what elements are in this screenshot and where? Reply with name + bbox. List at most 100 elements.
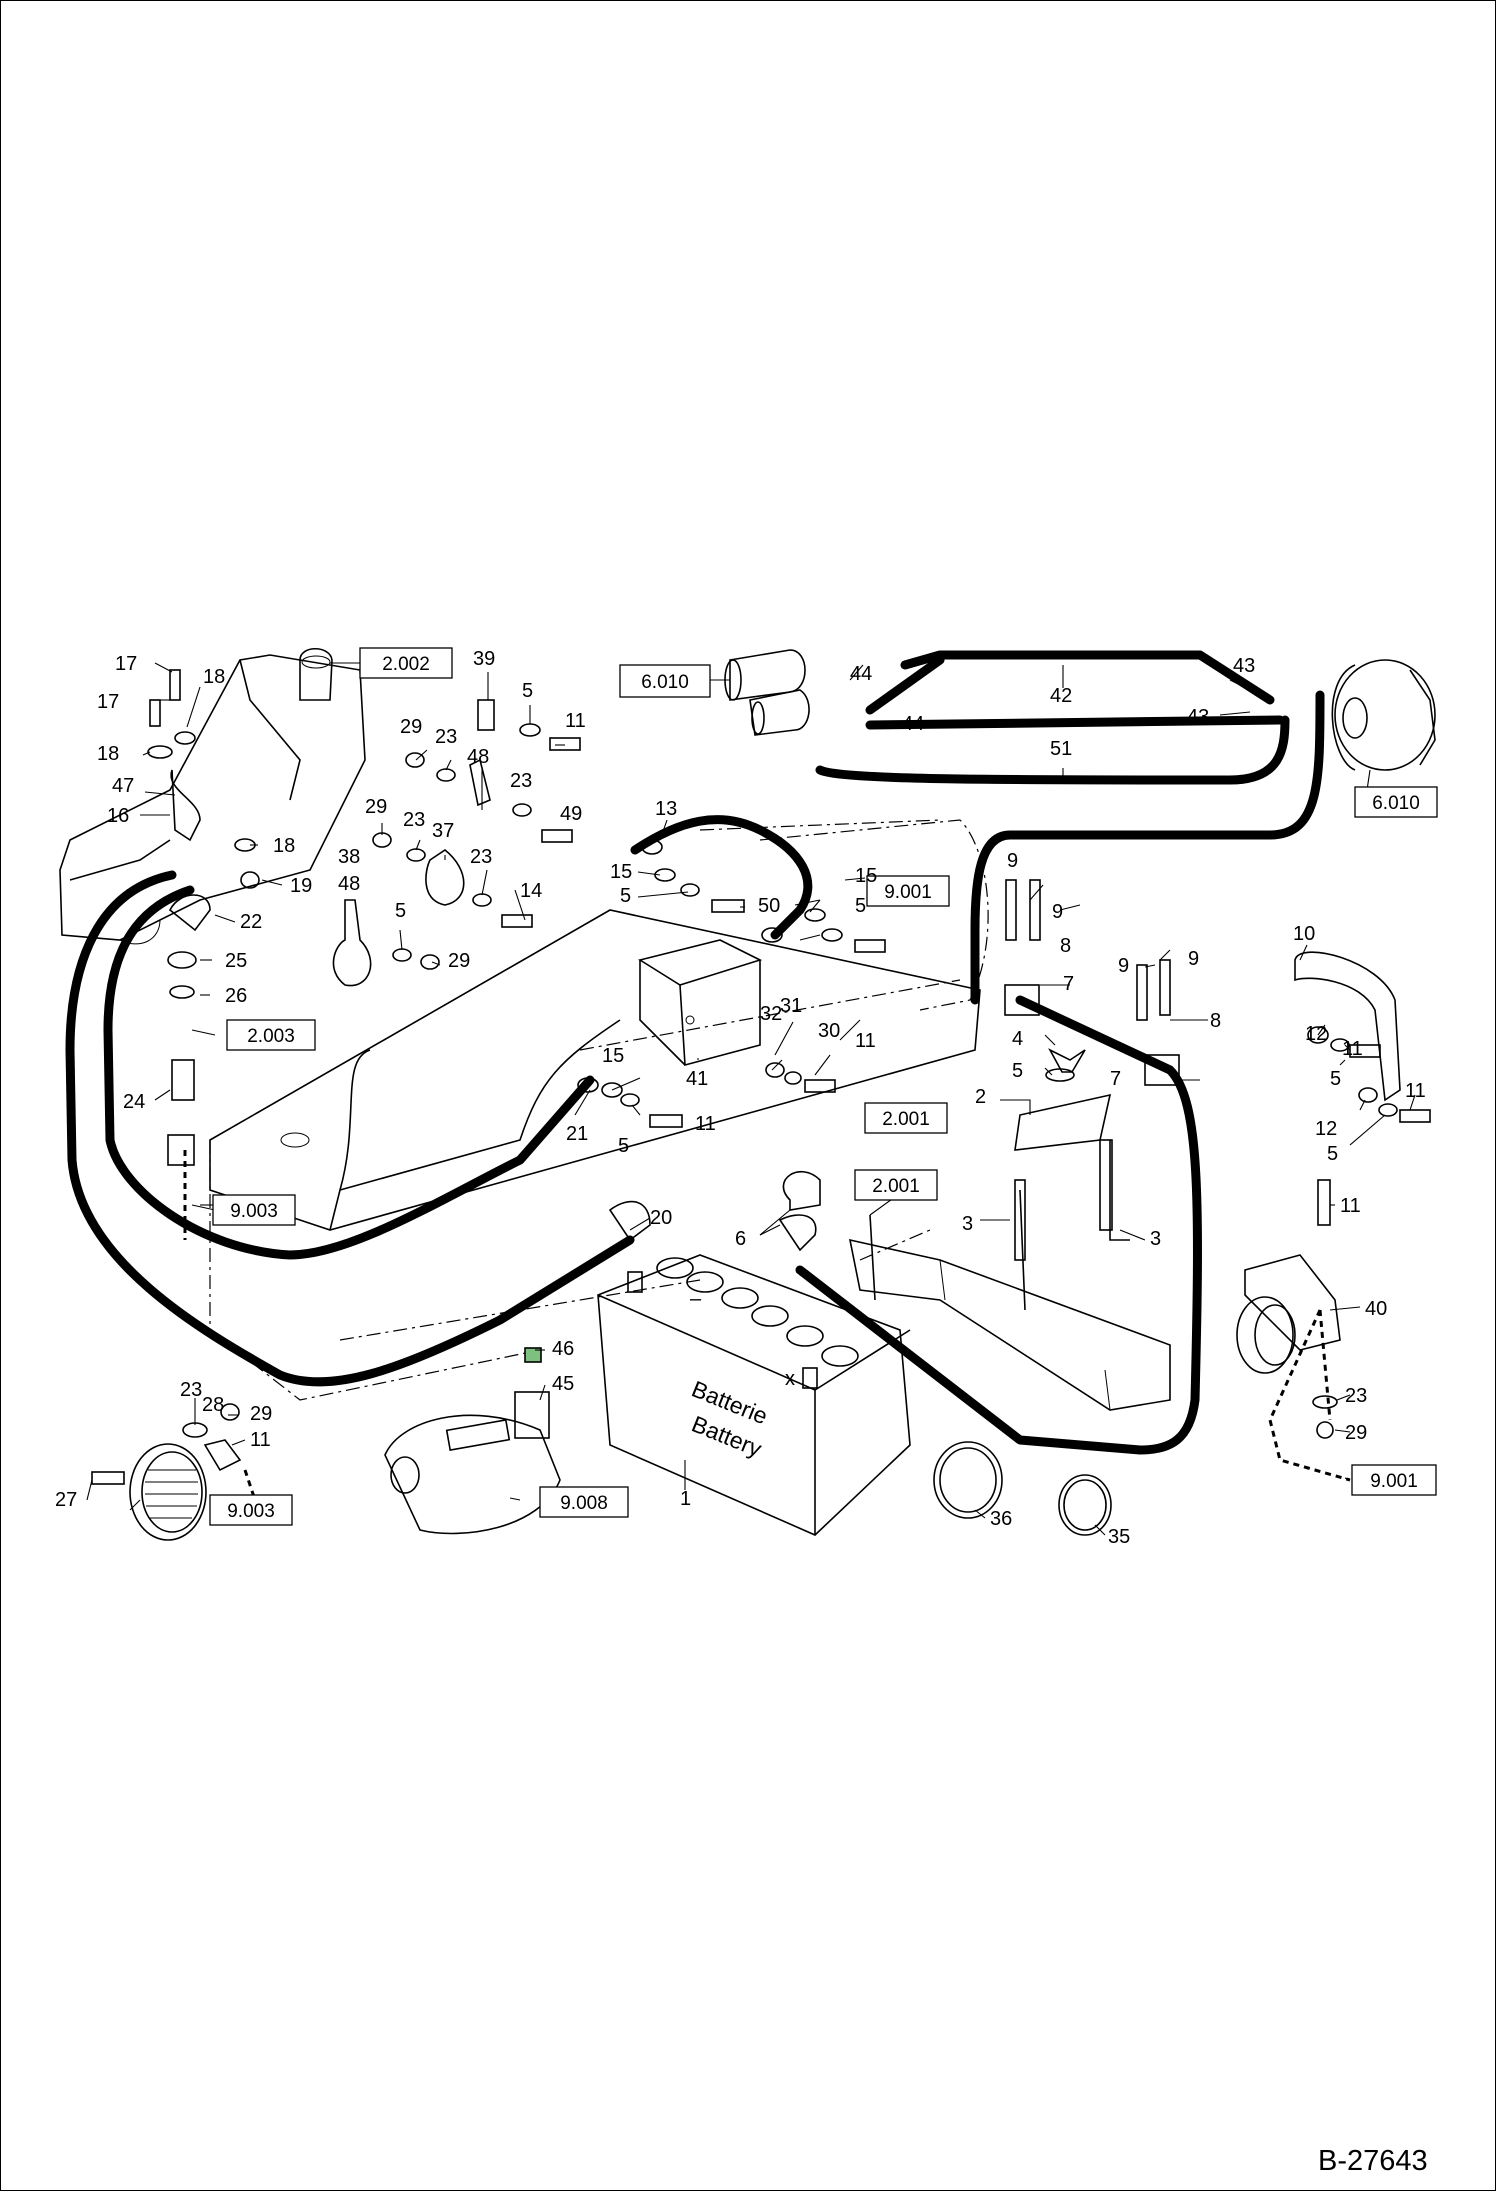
callout: 7 — [1110, 1068, 1121, 1090]
ref-box-connector: 9.003 — [230, 1201, 278, 1222]
callout: 16 — [107, 805, 129, 827]
ref-box-relay: 9.001 — [884, 882, 932, 903]
callout: 11 — [695, 1113, 716, 1135]
ref-box-alarm: 9.001 — [1370, 1471, 1418, 1492]
callout: 25 — [225, 950, 247, 972]
cable-clamps — [1004, 984, 1180, 1086]
callout: 23 — [435, 726, 457, 748]
callout: 11 — [565, 710, 586, 732]
callout: 11 — [1340, 1195, 1361, 1217]
callout: 49 — [560, 803, 582, 825]
ref-box-plate: 2.001 — [882, 1109, 930, 1130]
callout: 9 — [1188, 948, 1199, 970]
callout: 29 — [448, 950, 470, 972]
callout: 13 — [655, 798, 677, 820]
callout: 48 — [467, 746, 489, 768]
ref-box-sensor: 2.003 — [247, 1026, 295, 1047]
callout: 6 — [735, 1228, 746, 1250]
callout: 23 — [470, 846, 492, 868]
callout: 44 — [902, 713, 924, 735]
console — [384, 1347, 561, 1535]
callout: 11 — [1405, 1080, 1426, 1102]
starter-relay — [724, 649, 810, 736]
callout: 48 — [338, 873, 360, 895]
battery-cables — [65, 650, 1325, 1455]
callout: 5 — [1012, 1060, 1023, 1082]
reference-boxes: 2.002 6.010 6.010 9.001 2.003 2.001 2.00… — [209, 647, 1438, 1526]
callout: 19 — [290, 875, 312, 897]
callout: 15 — [610, 861, 632, 883]
callout: 5 — [620, 885, 631, 907]
callout: 24 — [123, 1091, 145, 1113]
callout: 18 — [273, 835, 295, 857]
callout: 14 — [520, 880, 542, 902]
callout: 9 — [1118, 955, 1129, 977]
callout: 26 — [225, 985, 247, 1007]
callout: 2 — [975, 1086, 986, 1108]
callout: 51 — [1050, 738, 1072, 760]
callout: 43 — [1187, 706, 1209, 728]
callout: 3 — [962, 1213, 973, 1235]
callout: 42 — [1050, 685, 1072, 707]
ref-box-horn: 9.003 — [227, 1501, 275, 1522]
callout: 43 — [1233, 655, 1255, 677]
callout: 50 — [758, 895, 780, 917]
callout: 10 — [1293, 923, 1315, 945]
svg-text:x: x — [785, 1368, 795, 1390]
callout: 18 — [203, 666, 225, 688]
callout: 8 — [1210, 1010, 1221, 1032]
callout: 8 — [1060, 935, 1071, 957]
callout: 15 — [602, 1045, 624, 1067]
ref-box-tray: 2.001 — [872, 1176, 920, 1197]
callout: 23 — [510, 770, 532, 792]
callout: 9 — [1052, 901, 1063, 923]
callout: 7 — [1063, 973, 1074, 995]
horn — [129, 1443, 207, 1541]
callout: 5 — [522, 680, 533, 702]
callout: 29 — [1345, 1422, 1367, 1444]
document-number: B-27643 — [1318, 2145, 1428, 2177]
callout: 5 — [1330, 1068, 1341, 1090]
callout: 12 — [1315, 1118, 1337, 1140]
callout: 40 — [1365, 1298, 1387, 1320]
battery: – x Batterie Battery — [597, 1254, 911, 1536]
signal-wires — [183, 1150, 1351, 1501]
callout: 27 — [55, 1489, 77, 1511]
ground-strap — [1294, 951, 1401, 1102]
cable-ties — [933, 1441, 1112, 1536]
ref-box-alternator: 6.010 — [1372, 793, 1420, 814]
callout: 5 — [1327, 1143, 1338, 1165]
callout: 46 — [552, 1338, 574, 1360]
battery-tray — [848, 1238, 1171, 1411]
callout: 30 — [818, 1020, 840, 1042]
tank-body — [59, 647, 366, 945]
callout: 28 — [202, 1394, 224, 1416]
callout: 29 — [400, 716, 422, 738]
callout: 11 — [1342, 1038, 1363, 1060]
callout: 29 — [365, 796, 387, 818]
callouts: 17 17 18 18 47 16 18 19 22 25 26 24 29 2… — [55, 648, 1426, 1548]
callout: 32 — [760, 1003, 782, 1025]
callout: 41 — [686, 1068, 708, 1090]
callout: 35 — [1108, 1526, 1130, 1548]
callout: 9 — [1007, 850, 1018, 872]
ref-box-tank: 2.002 — [382, 654, 430, 675]
callout: 17 — [97, 691, 119, 713]
callout: 47 — [112, 775, 134, 797]
callout: 23 — [1345, 1385, 1367, 1407]
callout: 15 — [855, 865, 877, 887]
callout: 31 — [780, 995, 802, 1017]
callout: 37 — [432, 820, 454, 842]
callout: 3 — [1150, 1228, 1161, 1250]
leader-lines — [86, 662, 1416, 1536]
mounting-plate — [209, 909, 981, 1231]
callout: 18 — [97, 743, 119, 765]
svg-text:–: – — [690, 1288, 702, 1310]
callout: 44 — [850, 663, 872, 685]
alternator — [1331, 659, 1436, 771]
ref-box-console: 9.008 — [560, 1493, 608, 1514]
battery-hold-down — [782, 1093, 1130, 1311]
callout: 1 — [680, 1488, 691, 1510]
